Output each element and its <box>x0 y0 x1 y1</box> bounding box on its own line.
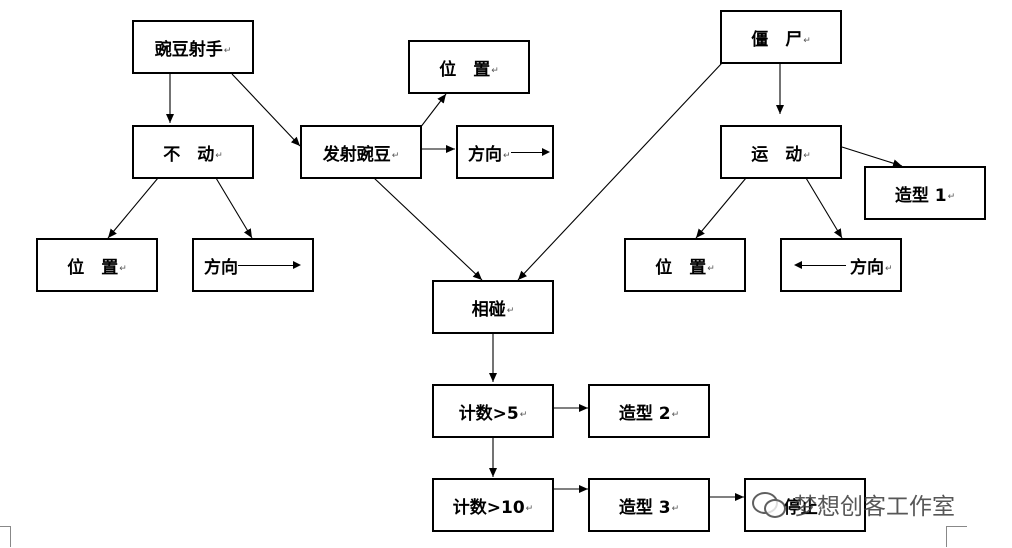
arrow-shoot-to-collide <box>373 177 483 281</box>
node-static-position: 位 置↵ <box>36 238 158 292</box>
arrow-move-to-shape1 <box>841 146 903 168</box>
node-static: 不 动↵ <box>132 125 254 179</box>
arrow-move-to-position <box>695 177 747 239</box>
paragraph-mark: ↵ <box>525 504 534 514</box>
paragraph-mark: ↵ <box>223 46 232 56</box>
node-shape2: 造型 2↵ <box>588 384 710 438</box>
right-arrow-icon <box>510 147 550 157</box>
node-move: 运 动↵ <box>720 125 842 179</box>
paragraph-mark: ↵ <box>215 151 223 161</box>
node-label: 不 动 <box>163 144 215 165</box>
node-label: 运 动 <box>751 144 803 165</box>
node-label: 造型 3 <box>618 497 671 518</box>
arrow-static-to-position <box>107 177 159 239</box>
watermark-text: 梦想创客工作室 <box>794 494 955 520</box>
arrow-static-to-direction <box>215 177 253 239</box>
arrow-zombie-to-collide <box>517 62 723 281</box>
node-pea-position: 位 置↵ <box>408 40 530 94</box>
paragraph-mark: ↵ <box>671 504 680 514</box>
arrow-shoot-to-position <box>419 93 447 129</box>
node-shoot-pea: 发射豌豆↵ <box>300 125 422 179</box>
right-arrow-icon <box>238 260 301 270</box>
node-label: 计数>5 <box>458 403 519 424</box>
node-label: 造型 1 <box>894 185 947 206</box>
node-label: 计数>10 <box>452 497 525 518</box>
paragraph-mark: ↵ <box>707 264 715 274</box>
node-label: 相碰 <box>471 299 506 320</box>
node-label: 豌豆射手 <box>154 39 223 60</box>
node-label: 方向 <box>204 257 238 278</box>
node-count5: 计数>5↵ <box>432 384 554 438</box>
corner-mark-left <box>0 526 11 547</box>
paragraph-mark: ↵ <box>503 151 511 161</box>
node-static-direction: 方向 <box>192 238 314 292</box>
paragraph-mark: ↵ <box>818 504 827 514</box>
corner-mark-right <box>946 526 967 547</box>
paragraph-mark: ↵ <box>519 410 528 420</box>
paragraph-mark: ↵ <box>803 151 811 161</box>
node-collide: 相碰↵ <box>432 280 554 334</box>
node-label: 停止 <box>783 497 818 518</box>
wechat-icon <box>752 490 786 518</box>
node-shape1: 造型 1↵ <box>864 166 986 220</box>
node-label: 僵 尸 <box>751 29 803 50</box>
paragraph-mark: ↵ <box>391 151 400 161</box>
arrow-shooter-to-shoot <box>231 73 301 147</box>
watermark: 梦想创客工作室 <box>752 484 955 524</box>
paragraph-mark: ↵ <box>491 66 499 76</box>
node-zombie-direction: 方向↵ <box>780 238 902 292</box>
arrow-move-to-direction <box>805 177 843 239</box>
paragraph-mark: ↵ <box>119 264 127 274</box>
node-label: 造型 2 <box>618 403 671 424</box>
left-arrow-icon <box>794 260 846 270</box>
node-count10: 计数>10↵ <box>432 478 554 532</box>
node-label: 方向 <box>468 144 502 165</box>
paragraph-mark: ↵ <box>671 410 680 420</box>
node-zombie-position: 位 置↵ <box>624 238 746 292</box>
paragraph-mark: ↵ <box>885 264 893 274</box>
paragraph-mark: ↵ <box>947 192 956 202</box>
node-shape3: 造型 3↵ <box>588 478 710 532</box>
node-label: 位 置 <box>67 257 119 278</box>
node-zombie: 僵 尸↵ <box>720 10 842 64</box>
node-label: 方向 <box>850 257 884 278</box>
paragraph-mark: ↵ <box>803 36 811 46</box>
paragraph-mark: ↵ <box>506 306 515 316</box>
node-pea-direction: 方向↵ <box>456 125 554 179</box>
node-label: 位 置 <box>655 257 707 278</box>
node-pea-shooter: 豌豆射手↵ <box>132 20 254 74</box>
node-label: 发射豌豆 <box>322 144 391 165</box>
node-label: 位 置 <box>439 59 491 80</box>
